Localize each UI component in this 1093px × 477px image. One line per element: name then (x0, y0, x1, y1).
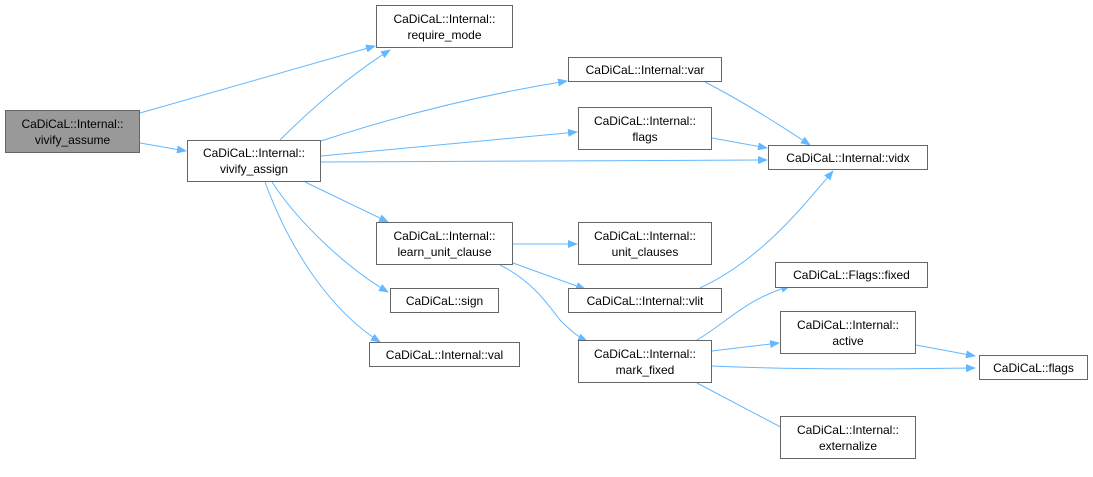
node-flags-fixed[interactable]: CaDiCaL::Flags::fixed (775, 262, 928, 288)
node-label: CaDiCaL::Internal::vlit (586, 293, 704, 308)
edge-assign-iflags (320, 128, 578, 157)
edge-assume-assign (139, 142, 187, 154)
node-val[interactable]: CaDiCaL::Internal::val (369, 342, 520, 367)
node-label: unit_clauses (611, 244, 679, 259)
node-label: CaDiCaL::Internal:: (202, 146, 306, 160)
edge-mark-fixed (696, 284, 791, 341)
node-label: active (832, 333, 864, 348)
node-vivify-assume[interactable]: CaDiCaL::Internal:: vivify_assume (5, 110, 140, 153)
edge-assign-vidx (320, 156, 768, 165)
node-vivify-assign[interactable]: CaDiCaL::Internal:: vivify_assign (187, 140, 321, 182)
edge-learn-vlit (512, 262, 586, 290)
node-active[interactable]: CaDiCaL::Internal:: active (780, 311, 916, 354)
node-flags[interactable]: CaDiCaL::flags (979, 355, 1088, 380)
edge-active-flags (915, 344, 976, 359)
edge-assume-require (139, 44, 376, 114)
node-label: CaDiCaL::Internal:: (593, 113, 697, 128)
node-label: require_mode (407, 27, 482, 42)
node-label: flags (632, 129, 658, 144)
node-label: learn_unit_clause (397, 244, 492, 259)
node-var[interactable]: CaDiCaL::Internal::var (568, 57, 722, 82)
edge-mark-active (711, 340, 780, 352)
node-unit-clauses[interactable]: CaDiCaL::Internal:: unit_clauses (578, 222, 712, 265)
node-label: CaDiCaL::Internal:: (393, 228, 496, 243)
node-mark-fixed[interactable]: CaDiCaL::Internal:: mark_fixed (578, 340, 712, 383)
edge-assign-sign (271, 181, 389, 293)
node-vlit[interactable]: CaDiCaL::Internal::vlit (568, 288, 722, 313)
node-externalize[interactable]: CaDiCaL::Internal:: externalize (780, 416, 916, 459)
node-require-mode[interactable]: CaDiCaL::Internal:: require_mode (376, 5, 513, 48)
edge-iflags-vidx (711, 137, 768, 151)
node-label: CaDiCaL::Internal:: (796, 317, 900, 332)
node-label: vivify_assign (219, 162, 289, 176)
node-label: CaDiCaL::Flags::fixed (793, 268, 910, 282)
edge-vlit-vidx (699, 170, 834, 289)
node-label: CaDiCaL::Internal:: (21, 116, 124, 131)
node-label: CaDiCaL::Internal:: (393, 11, 496, 26)
edge-learn-mark (499, 264, 588, 342)
edge-assign-require (279, 49, 391, 141)
node-label: CaDiCaL::Internal:: (796, 422, 900, 437)
node-label: externalize (818, 438, 878, 453)
node-label: CaDiCaL::Internal::val (385, 347, 504, 362)
node-label: CaDiCaL::flags (993, 360, 1074, 375)
edge-assign-var (320, 78, 568, 142)
edge-assign-val (264, 181, 381, 343)
edge-var-vidx (704, 81, 811, 146)
node-label: CaDiCaL::Internal::var (585, 62, 705, 77)
node-internal-flags[interactable]: CaDiCaL::Internal:: flags (578, 107, 712, 150)
node-sign[interactable]: CaDiCaL::sign (390, 288, 499, 313)
edge-mark-externalize (696, 382, 791, 433)
node-label: CaDiCaL::Internal:: (593, 346, 697, 361)
node-label: CaDiCaL::sign (405, 293, 484, 308)
node-label: mark_fixed (615, 362, 675, 377)
node-label: vivify_assume (34, 132, 111, 147)
edge-mark-flags (711, 364, 976, 373)
node-learn-unit-clause[interactable]: CaDiCaL::Internal:: learn_unit_clause (376, 222, 513, 265)
edge-assign-learn (304, 181, 389, 223)
node-label: CaDiCaL::Internal::vidx (786, 150, 910, 165)
node-vidx[interactable]: CaDiCaL::Internal::vidx (768, 145, 928, 170)
node-label: CaDiCaL::Internal:: (593, 228, 697, 243)
